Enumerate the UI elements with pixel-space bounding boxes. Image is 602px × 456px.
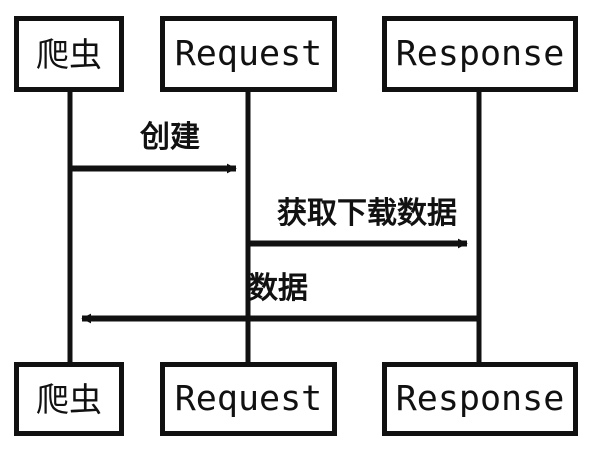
participant-label-crawler-bottom: 爬虫 [36,379,102,419]
message-label-data: 数据 [248,271,308,306]
message-arrows [70,163,479,324]
participant-label-response-top: Response [395,33,565,74]
participant-label-request-bottom: Request [174,378,323,419]
participant-box-crawler-top[interactable]: 爬虫 [14,16,124,92]
participant-box-response-bottom[interactable]: Response [382,362,578,436]
participant-label-response-bottom: Response [395,378,565,419]
participant-box-crawler-bottom[interactable]: 爬虫 [14,362,124,436]
participant-box-response-top[interactable]: Response [382,16,578,92]
participant-box-request-bottom[interactable]: Request [160,362,337,436]
message-label-create: 创建 [140,120,200,155]
participant-box-request-top[interactable]: Request [160,16,337,92]
message-label-fetch-download-data: 获取下载数据 [277,196,457,231]
participant-label-crawler-top: 爬虫 [36,34,102,74]
participant-label-request-top: Request [174,33,323,74]
